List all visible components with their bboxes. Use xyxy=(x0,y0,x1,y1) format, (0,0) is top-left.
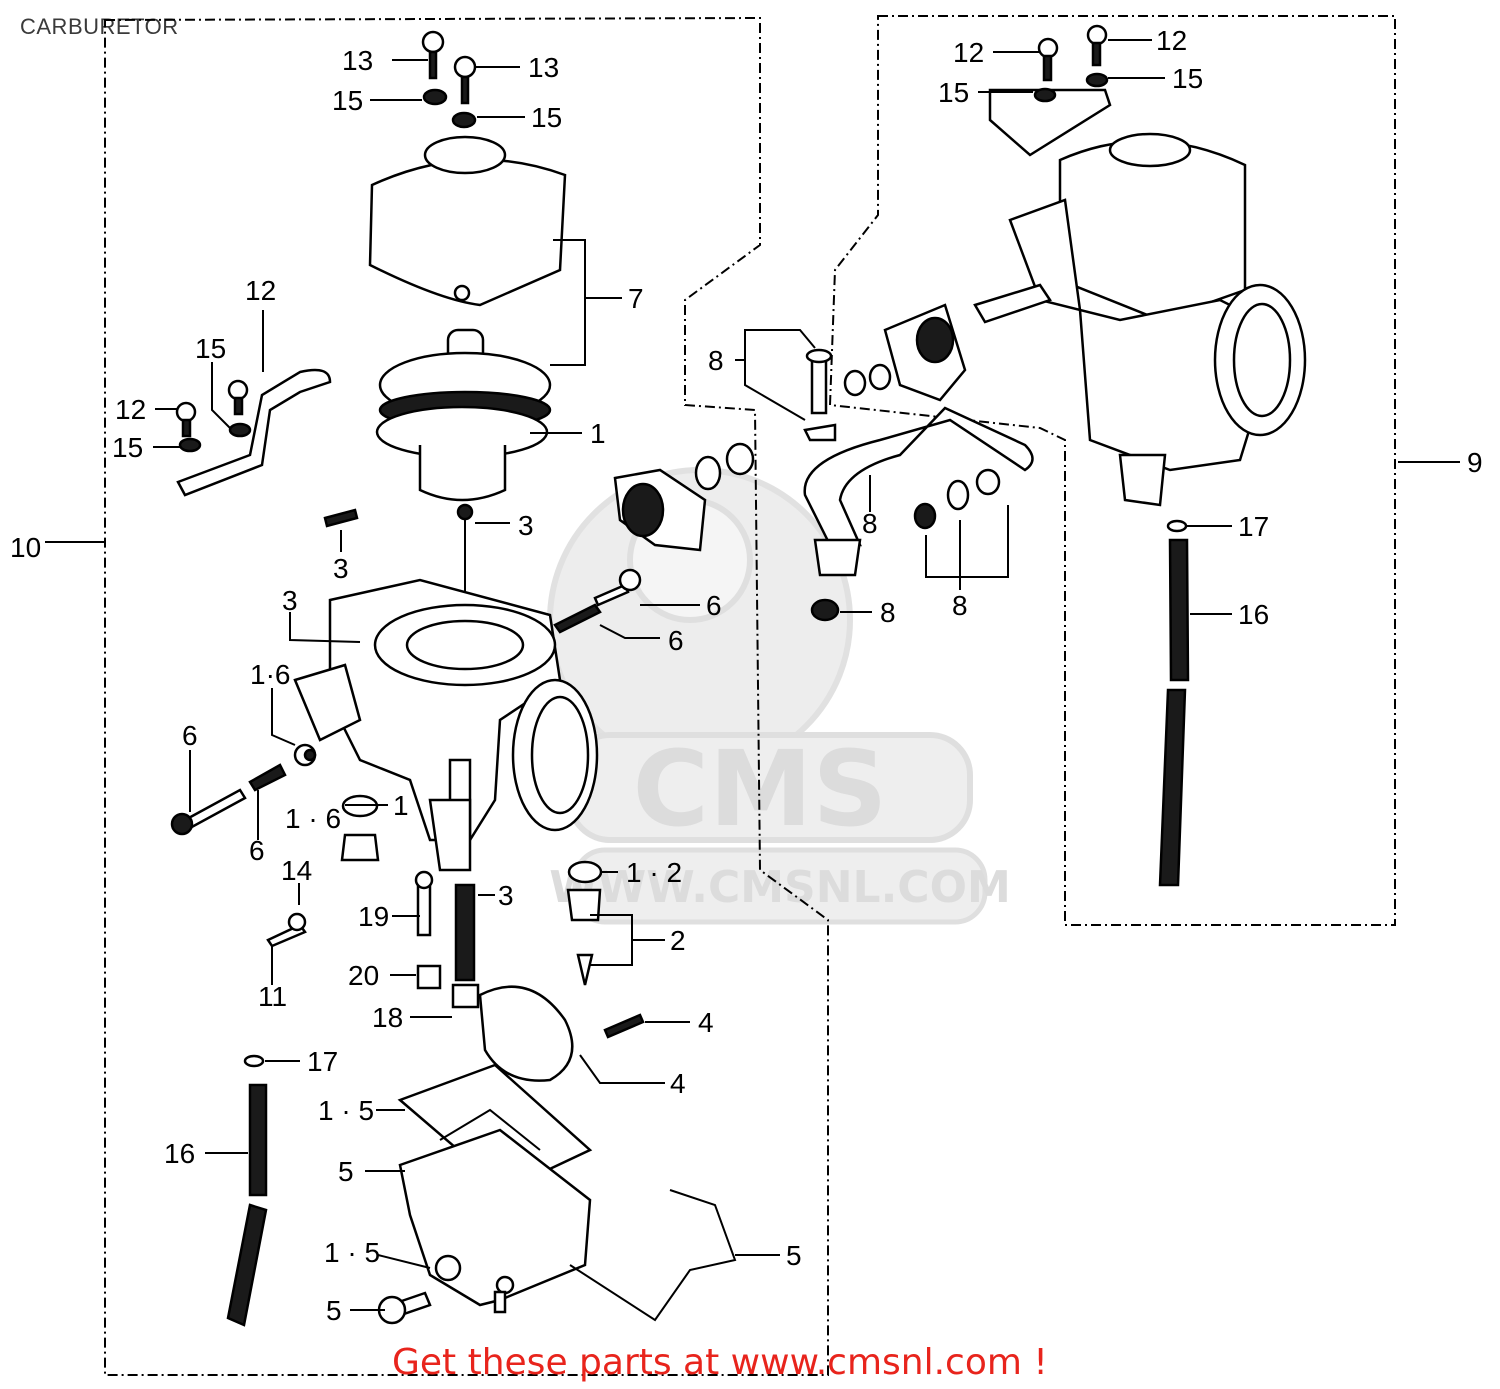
callout-3: 3 xyxy=(333,553,349,584)
callout-16: 16 xyxy=(1238,599,1269,630)
callout-19: 19 xyxy=(358,901,389,932)
callout-2: 2 xyxy=(670,925,686,956)
callout-3: 3 xyxy=(498,880,514,911)
right-linkage-bracket xyxy=(803,303,1034,622)
callout-1-6: 1·6 xyxy=(250,659,290,690)
callout-5: 5 xyxy=(786,1240,802,1271)
float-bowl xyxy=(377,1063,737,1325)
callout-18: 18 xyxy=(372,1002,403,1033)
callout-12: 12 xyxy=(115,394,146,425)
callout-7: 7 xyxy=(628,283,644,314)
callout-8: 8 xyxy=(880,597,896,628)
callout-15: 15 xyxy=(938,77,969,108)
throttle-bracket xyxy=(175,368,332,497)
callout-12: 12 xyxy=(1156,25,1187,56)
callout-6: 6 xyxy=(249,835,265,866)
small-parts-left xyxy=(170,508,645,1082)
page-title: CARBURETOR xyxy=(20,14,179,39)
callout-6: 6 xyxy=(668,625,684,656)
callout-1-2: 1 · 2 xyxy=(626,857,682,888)
callout-1: 1 xyxy=(590,418,606,449)
callout-15: 15 xyxy=(332,85,363,116)
callout-12: 12 xyxy=(953,37,984,68)
callout-4: 4 xyxy=(698,1007,714,1038)
callout-15: 15 xyxy=(195,333,226,364)
watermark-url: WWW.CMSNL.COM xyxy=(549,862,1011,913)
diaphragm-piston xyxy=(375,328,552,502)
callout-10: 10 xyxy=(10,532,41,563)
screws-13 xyxy=(421,30,477,129)
cms-watermark: CMS WWW.CMSNL.COM xyxy=(547,467,1011,925)
callout-17: 17 xyxy=(307,1046,338,1077)
assembly-10-outline xyxy=(104,16,829,1376)
assembly-9-outline xyxy=(828,15,1396,926)
callout-15: 15 xyxy=(531,102,562,133)
callout-14: 14 xyxy=(281,855,312,886)
callout-1: 1 xyxy=(393,790,409,821)
callout-1-5: 1 · 5 xyxy=(324,1237,380,1268)
callout-13: 13 xyxy=(528,52,559,83)
carburetor-body xyxy=(293,578,599,872)
callout-20: 20 xyxy=(348,960,379,991)
callout-9: 9 xyxy=(1467,447,1483,478)
get-parts-link[interactable]: Get these parts at www.cmsnl.com ! xyxy=(392,1342,1048,1383)
callout-11: 11 xyxy=(258,981,287,1012)
choke-linkage xyxy=(613,442,755,552)
callout-8: 8 xyxy=(708,345,724,376)
callout-labels: 13 13 15 15 7 12 15 12 15 1 10 3 3 3 6 6… xyxy=(10,25,1483,1326)
callout-17: 17 xyxy=(1238,511,1269,542)
top-cap-part-7 xyxy=(368,135,567,307)
callout-5: 5 xyxy=(326,1295,342,1326)
right-carburetor xyxy=(973,24,1307,507)
fuel-hose-right xyxy=(1158,519,1190,887)
callout-5: 5 xyxy=(338,1156,354,1187)
fuel-hose-left xyxy=(226,1054,268,1327)
callout-12: 12 xyxy=(245,275,276,306)
callout-1-5: 1 · 5 xyxy=(318,1095,374,1126)
callout-8: 8 xyxy=(862,508,878,539)
callout-1-6: 1 · 6 xyxy=(285,803,341,834)
callout-15: 15 xyxy=(112,432,143,463)
callout-3: 3 xyxy=(518,510,534,541)
callout-15: 15 xyxy=(1172,63,1203,94)
callout-6: 6 xyxy=(706,590,722,621)
needle-clip xyxy=(456,503,474,521)
callout-13: 13 xyxy=(342,45,373,76)
callout-16: 16 xyxy=(164,1138,195,1169)
callout-6: 6 xyxy=(182,720,198,751)
callout-8: 8 xyxy=(952,590,968,621)
leader-lines xyxy=(45,39,1460,1311)
callout-4: 4 xyxy=(670,1068,686,1099)
callout-3: 3 xyxy=(282,585,298,616)
